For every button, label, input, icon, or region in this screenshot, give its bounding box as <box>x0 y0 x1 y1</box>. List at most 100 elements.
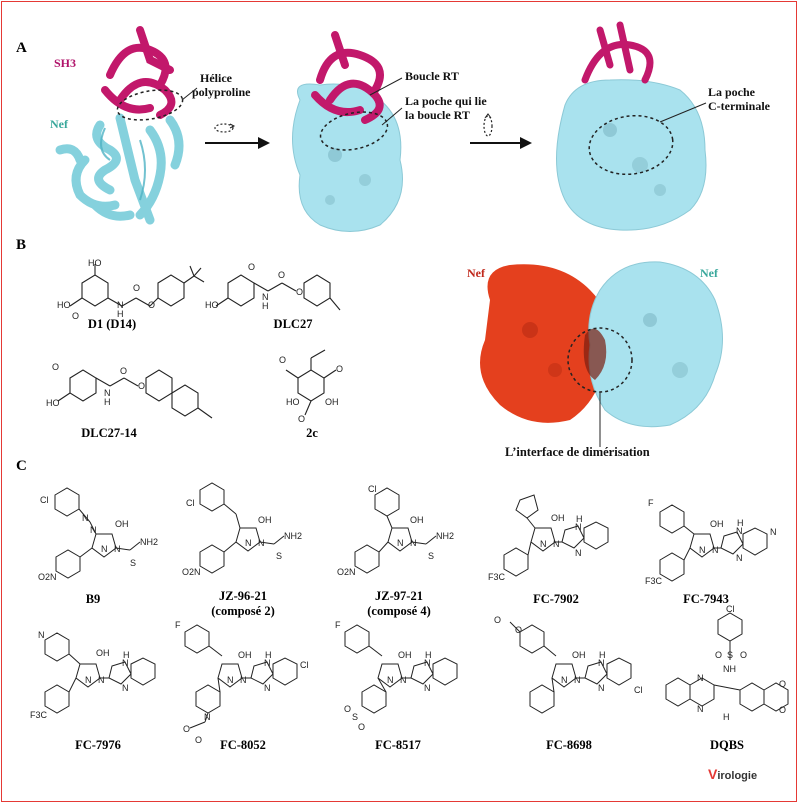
b9-atom-s: S <box>130 558 137 568</box>
nef-label: Nef <box>50 117 68 131</box>
2c-atom-o3: O <box>298 414 306 424</box>
jz96-atom-n2: N <box>258 538 265 548</box>
fc8052-atom-f: F <box>175 620 181 630</box>
dqbs-atom-n2: N <box>697 704 704 714</box>
fc8052-atom-n1: N <box>264 658 271 668</box>
compound-sub-jz96: (composé 2) <box>211 604 275 618</box>
dlc27-atom-n: N <box>262 292 269 302</box>
fc7943-atom-oh: OH <box>710 519 724 529</box>
compound-name-fc8517: FC-8517 <box>375 738 421 752</box>
fc7976-atom-n2: N <box>122 658 129 668</box>
fc7943-atom-n4: N <box>712 545 719 555</box>
jz97-atom-n2: N <box>410 538 417 548</box>
rotate-arrow-2 <box>470 113 532 149</box>
nef-cartoon <box>55 113 184 225</box>
compound-name-jz97: JZ-97-21 <box>375 589 423 603</box>
fc7976-atom-oh: OH <box>96 648 110 658</box>
fc8052-atom-o2: O <box>195 735 203 745</box>
compound-name-fc8052: FC-8052 <box>220 738 266 752</box>
compound-name-dlc27: DLC27 <box>273 317 313 331</box>
dqbs-atom-o3: O <box>779 679 787 689</box>
fc8698-atom-cl: Cl <box>634 685 643 695</box>
compound-name-jz96: JZ-96-21 <box>219 589 267 603</box>
d1-atom-ho2: HO <box>57 300 71 310</box>
fc8052-atom-cl: Cl <box>300 660 309 670</box>
fc8517-atom-o2: O <box>358 722 366 732</box>
2c-atom-o1: O <box>279 355 287 365</box>
fc8698-atom-h: H <box>599 650 606 660</box>
d1-atom-o1: O <box>72 311 80 321</box>
dlc27-atom-o2: O <box>278 270 286 280</box>
rotate-arrow-1 <box>205 123 270 149</box>
2c-atom-oh: OH <box>325 397 339 407</box>
virologie-logo: Virologie <box>708 766 757 782</box>
fc7902-atom-n4: N <box>575 548 582 558</box>
jz96-atom-s: S <box>276 551 283 561</box>
compound-sub-jz97: (composé 4) <box>367 604 431 618</box>
logo-v-icon: V <box>708 766 718 782</box>
compound-name-fc7902: FC-7902 <box>533 592 579 606</box>
b9-atom-nh2: NH2 <box>140 537 159 547</box>
fc8698-atom-n3: N <box>574 675 581 685</box>
fc8517-atom-oh: OH <box>398 650 412 660</box>
poche-c-label-1: La poche <box>708 85 756 99</box>
fc8517-atom-n4: N <box>424 683 431 693</box>
jz96-atom-nh2: NH2 <box>284 531 303 541</box>
jz96-atom-o2n: O2N <box>182 567 201 577</box>
fc8052-atom-n5: N <box>264 683 271 693</box>
fc7976-atom-n1: N <box>38 630 45 640</box>
fc7943-atom-n3: N <box>699 545 706 555</box>
helice-label-1: Hélice <box>200 71 232 85</box>
fc7943-atom-f: F <box>648 498 654 508</box>
fc8052-atom-o1: O <box>183 724 191 734</box>
fc8517-atom-n2: N <box>387 675 394 685</box>
dlc2714-atom-o3: O <box>138 381 146 391</box>
jz97-atom-oh: OH <box>410 515 424 525</box>
compound-name-fc7976: FC-7976 <box>75 738 121 752</box>
jz97-atom-cl: Cl <box>368 484 377 494</box>
fc8052-atom-h: H <box>265 650 272 660</box>
jz97-atom-s: S <box>428 551 435 561</box>
dqbs-atom-nh: NH <box>723 664 736 674</box>
fc8698-atom-o2: O <box>515 625 523 635</box>
fc7976-atom-n5: N <box>122 683 129 693</box>
section-label-b: B <box>16 237 27 253</box>
section-label-a: A <box>16 40 27 56</box>
fc8698-atom-n4: N <box>598 683 605 693</box>
jz96-atom-n1: N <box>245 538 252 548</box>
dlc2714-atom-o2: O <box>120 366 128 376</box>
panel-c-row1-structures <box>54 482 768 582</box>
nef-dimer <box>480 261 723 447</box>
fc8052-atom-n2: N <box>204 712 211 722</box>
dlc2714-atom-h: H <box>104 397 111 407</box>
b9-atom-o2n: O2N <box>38 572 57 582</box>
dlc2714-atom-n: N <box>104 388 111 398</box>
dqbs-atom-cl: Cl <box>726 604 735 614</box>
b9-atom-oh: OH <box>115 519 129 529</box>
dimerisation-label: L’interface de dimérisation <box>505 445 650 459</box>
fc8052-atom-n4: N <box>240 675 247 685</box>
compound-name-2c: 2c <box>306 426 318 440</box>
nef-left-label: Nef <box>467 266 485 280</box>
panel-b-structures <box>57 264 341 419</box>
jz96-atom-oh: OH <box>258 515 272 525</box>
compound-name-dlc2714: DLC27-14 <box>81 426 137 440</box>
fc7902-atom-n1: N <box>575 522 582 532</box>
logo-text: irologie <box>717 770 758 782</box>
dqbs-atom-o1: O <box>715 650 723 660</box>
dqbs-atom-h: H <box>723 712 730 722</box>
fc7943-atom-n2: N <box>770 527 777 537</box>
fc7943-atom-n1: N <box>736 526 743 536</box>
dqbs-atom-n1: N <box>697 673 704 683</box>
jz97-atom-nh2: NH2 <box>436 531 455 541</box>
boucle-rt-label: Boucle RT <box>405 69 459 83</box>
jz96-atom-cl: Cl <box>186 498 195 508</box>
b9-atom-n3: N <box>101 544 108 554</box>
fc8698-atom-o1: O <box>494 615 502 625</box>
d1-atom-o3: O <box>148 300 156 310</box>
fc8698-atom-n2: N <box>561 675 568 685</box>
dlc27-atom-o1: O <box>248 262 256 272</box>
d1-atom-ho1: HO <box>88 258 102 268</box>
